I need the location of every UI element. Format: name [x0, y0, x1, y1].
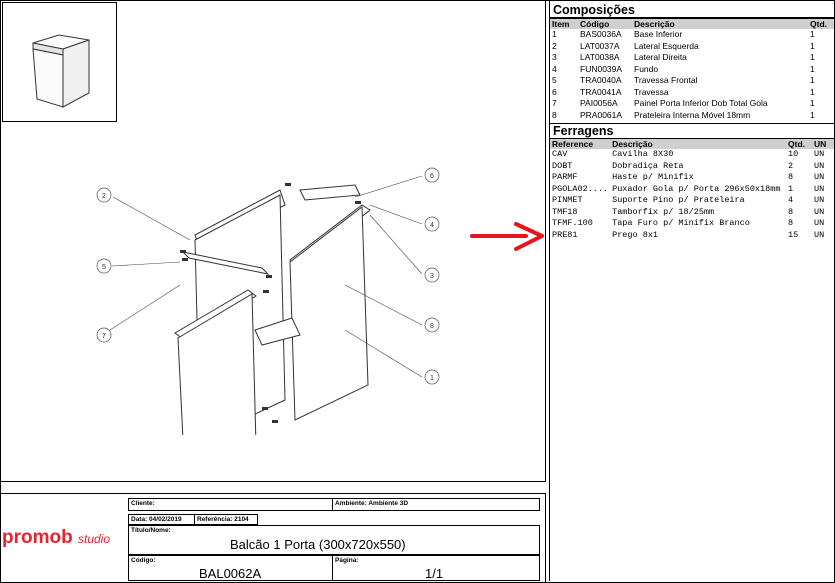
data-label: Data: 04/02/2019	[131, 516, 182, 523]
callout-5: 5	[102, 264, 106, 271]
col-descricao: Descrição	[632, 18, 808, 29]
codigo-label: Código:	[131, 557, 156, 564]
ambiente-label: Ambiente: Ambiente 3D	[335, 500, 409, 507]
col-descricao: Descrição	[610, 139, 786, 149]
callout-8: 8	[430, 323, 434, 330]
callout-6: 6	[430, 173, 434, 180]
composicoes-title: Composições	[553, 3, 635, 17]
titulo-label: Título/Nome:	[131, 527, 171, 534]
referencia-cell: Referência: 2104	[194, 514, 258, 525]
codigo-value: BAL0062A	[199, 566, 262, 581]
col-un: UN	[812, 139, 834, 149]
cliente-label: Cliente:	[131, 500, 155, 507]
table-row: PGOLA02....Puxador Gola p/ Porta 296x50x…	[552, 183, 825, 194]
promob-logo: promob studio	[2, 527, 111, 548]
referencia-label: Referência: 2104	[197, 516, 249, 523]
callout-4: 4	[430, 222, 434, 229]
pagina-cell: Página:	[332, 555, 540, 581]
pagina-label: Página:	[335, 557, 359, 564]
col-qtd: Qtd.	[808, 18, 834, 29]
col-qtd: Qtd.	[786, 139, 812, 149]
title-block: Cliente: Ambiente: Ambiente 3D Data: 04/…	[0, 493, 546, 583]
exploded-view-drawing: 2 5 7 6 4 3 8 1	[96, 167, 440, 435]
titulo-cell: Título/Nome:	[128, 525, 540, 555]
cabinet-thumbnail	[2, 2, 117, 122]
titulo-value: Balcão 1 Porta (300x720x550)	[230, 537, 406, 552]
red-arrow-icon	[470, 222, 544, 251]
ambiente-cell: Ambiente: Ambiente 3D	[332, 498, 540, 511]
col-codigo: Código	[578, 18, 632, 29]
drawing-area: 2 5 7 6 4 3 8 1	[0, 0, 546, 482]
data-cell: Data: 04/02/2019	[128, 514, 195, 525]
callout-2: 2	[102, 193, 106, 200]
callout-1: 1	[430, 375, 434, 382]
cliente-cell: Cliente:	[128, 498, 333, 511]
ferragens-title: Ferragens	[553, 124, 614, 138]
col-item: Item	[550, 18, 578, 29]
col-reference: Reference	[550, 139, 611, 149]
callout-7: 7	[102, 333, 106, 340]
pagina-value: 1/1	[425, 566, 444, 581]
callout-3: 3	[430, 273, 434, 280]
parts-panel: Composições Item Código Descrição Qtd. 1…	[549, 0, 834, 581]
